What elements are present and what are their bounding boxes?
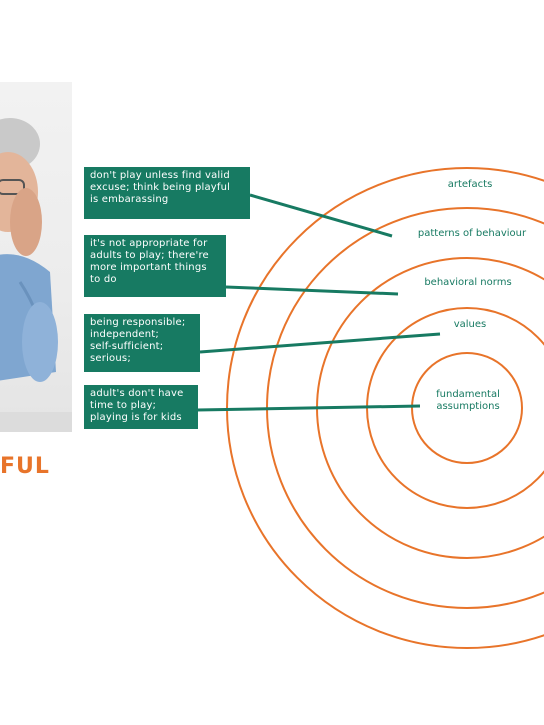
connector-4 <box>196 404 421 412</box>
ring-label-fundamental-assumptions: fundamental assumptions <box>418 389 518 413</box>
ring-label-patterns-of-behaviour: patterns of behaviour <box>417 228 527 239</box>
box-line: don't play unless find valid <box>90 170 230 181</box>
ring-label-line: fundamental <box>436 389 500 400</box>
ring-fundamental-assumptions <box>411 352 523 464</box>
connector-1 <box>249 193 393 238</box>
box-line: independent; <box>90 329 159 340</box>
connector-2 <box>225 285 399 296</box>
man-illustration <box>0 118 72 432</box>
connector-3 <box>199 332 441 354</box>
box-line: being responsible; <box>90 317 186 328</box>
man-photo <box>0 82 72 432</box>
box-line: to do <box>90 274 117 285</box>
box-line: self-sufficient; <box>90 341 164 352</box>
ring-label-artefacts: artefacts <box>447 179 493 190</box>
ring-label-values: values <box>453 319 487 330</box>
box-line: adult's don't have <box>90 388 184 399</box>
belief-box-1: don't play unless find valid excuse; thi… <box>84 167 250 219</box>
ring-label-line: assumptions <box>436 401 500 412</box>
belief-box-2: it's not appropriate for adults to play;… <box>84 235 226 297</box>
ring-label-behavioral-norms: behavioral norms <box>424 277 512 288</box>
box-line: serious; <box>90 353 131 364</box>
box-line: more important things <box>90 262 207 273</box>
box-line: excuse; think being playful <box>90 182 231 193</box>
box-line: it's not appropriate for <box>90 238 208 249</box>
playful-word-fragment: FUL <box>0 454 50 479</box>
box-line: adults to play; there're <box>90 250 209 261</box>
belief-box-3: being responsible; independent; self-suf… <box>84 314 200 372</box>
box-line: is embarassing <box>90 194 169 205</box>
belief-box-4: adult's don't have time to play; playing… <box>84 385 198 429</box>
box-line: playing is for kids <box>90 412 182 423</box>
box-line: time to play; <box>90 400 157 411</box>
